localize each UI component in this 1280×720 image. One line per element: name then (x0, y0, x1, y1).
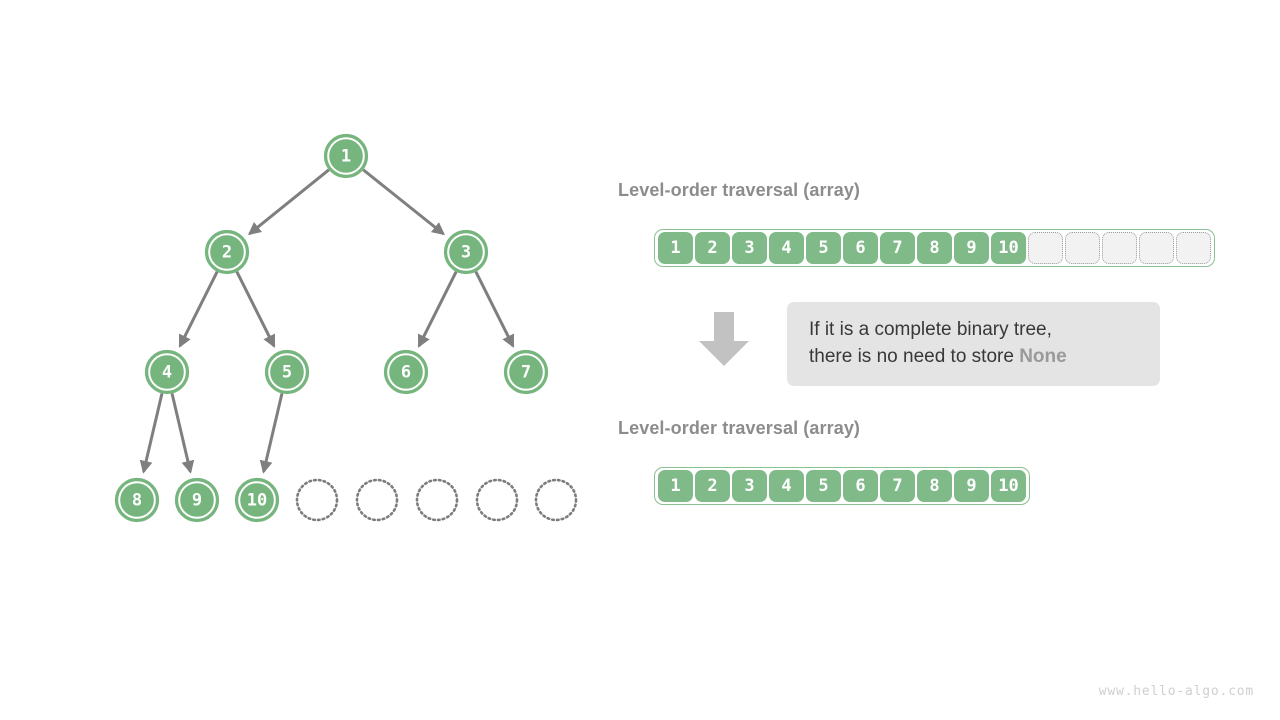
down-arrow-icon (699, 312, 749, 366)
array-full-cell-empty[interactable] (1065, 232, 1100, 264)
tree-empty-node-group (295, 478, 578, 522)
tree-node-label: 8 (132, 491, 142, 511)
tree-edge (247, 168, 330, 236)
tree-node-ring (268, 353, 306, 391)
tree-node-ring (387, 353, 425, 391)
tree-node-label: 10 (247, 491, 267, 511)
tree-node-fill (114, 477, 160, 523)
tree-node-empty (295, 478, 339, 522)
array-full-cell-empty[interactable] (1028, 232, 1063, 264)
array-trimmed-cell[interactable]: 7 (880, 470, 915, 502)
array-full-cell[interactable]: 5 (806, 232, 841, 264)
tree-node[interactable]: 9 (174, 477, 220, 523)
tree-node[interactable]: 5 (264, 349, 310, 395)
tree-node-empty (534, 478, 578, 522)
tree-node-group: 1 2 3 4 5 6 7 8 9 10 (114, 133, 549, 523)
array-trimmed-cell[interactable]: 2 (695, 470, 730, 502)
tree-node-fill (443, 229, 489, 275)
array-label-trimmed: Level-order traversal (array) (618, 418, 861, 438)
tree-node[interactable]: 2 (204, 229, 250, 275)
tree-node-ring (238, 481, 276, 519)
tree-node-ring (118, 481, 156, 519)
tree-node-label: 6 (401, 363, 411, 383)
array-full-cell[interactable]: 7 (880, 232, 915, 264)
tree-node[interactable]: 8 (114, 477, 160, 523)
tree-edge (139, 393, 164, 474)
tree-edge-group (139, 168, 515, 474)
callout-none-keyword: None (1019, 346, 1067, 367)
tree-node-ring (507, 353, 545, 391)
tree-node-ring (447, 233, 485, 271)
tree-node-fill (234, 477, 280, 523)
binary-tree-graphic: 1 2 3 4 5 6 7 8 9 10 (114, 133, 578, 523)
tree-node-label: 5 (282, 363, 292, 383)
tree-node-label: 1 (341, 147, 351, 167)
array-label-full: Level-order traversal (array) (618, 180, 861, 200)
array-trimmed-cell[interactable]: 1 (658, 470, 693, 502)
array-full-cell[interactable]: 3 (732, 232, 767, 264)
tree-node-empty (355, 478, 399, 522)
tree-node[interactable]: 10 (234, 477, 280, 523)
array-trimmed-cell[interactable]: 8 (917, 470, 952, 502)
tree-node-fill (144, 349, 190, 395)
array-full-cell[interactable]: 6 (843, 232, 878, 264)
tree-node-fill (204, 229, 250, 275)
tree-edge (259, 393, 284, 474)
tree-node-ring (208, 233, 246, 271)
tree-edge (362, 168, 445, 236)
tree-node-empty (475, 478, 519, 522)
tree-node-label: 2 (222, 243, 232, 263)
tree-edge (417, 271, 458, 348)
tree-node[interactable]: 7 (503, 349, 549, 395)
callout-line-2-prefix: there is no need to store (809, 346, 1020, 367)
tree-node[interactable]: 3 (443, 229, 489, 275)
callout-line-1: If it is a complete binary tree, (809, 319, 1052, 340)
tree-node-ring (327, 137, 365, 175)
array-trimmed-cell[interactable]: 9 (954, 470, 989, 502)
tree-node-empty (415, 478, 459, 522)
array-full-cell-empty[interactable] (1176, 232, 1211, 264)
array-full-cell-empty[interactable] (1102, 232, 1137, 264)
tree-node-label: 4 (162, 363, 172, 383)
tree-node[interactable]: 1 (323, 133, 369, 179)
site-watermark: www.hello-algo.com (1098, 684, 1254, 699)
tree-node-label: 7 (521, 363, 531, 383)
tree-node-ring (178, 481, 216, 519)
array-full-cell[interactable]: 9 (954, 232, 989, 264)
array-trimmed-cell[interactable]: 5 (806, 470, 841, 502)
array-trimmed-cell[interactable]: 3 (732, 470, 767, 502)
array-trimmed-cell[interactable]: 4 (769, 470, 804, 502)
array-full-cell-empty[interactable] (1139, 232, 1174, 264)
array-full-cell[interactable]: 1 (658, 232, 693, 264)
tree-edge (170, 393, 195, 474)
tree-edge (474, 271, 515, 348)
tree-edge (235, 271, 276, 348)
tree-node[interactable]: 4 (144, 349, 190, 395)
array-full-cell[interactable]: 2 (695, 232, 730, 264)
tree-node-fill (383, 349, 429, 395)
tree-node-label: 3 (461, 243, 471, 263)
tree-edge (178, 271, 219, 348)
tree-node-fill (264, 349, 310, 395)
array-full-cell[interactable]: 4 (769, 232, 804, 264)
tree-node-label: 9 (192, 491, 202, 511)
tree-node-fill (503, 349, 549, 395)
array-full-cell[interactable]: 10 (991, 232, 1026, 264)
tree-node-fill (174, 477, 220, 523)
array-full-cell[interactable]: 8 (917, 232, 952, 264)
callout-line-2: there is no need to store None (809, 343, 1142, 370)
callout-box: If it is a complete binary tree, there i… (787, 302, 1160, 386)
tree-node[interactable]: 6 (383, 349, 429, 395)
tree-node-fill (323, 133, 369, 179)
array-trimmed-cell[interactable]: 10 (991, 470, 1026, 502)
array-trimmed-cell[interactable]: 6 (843, 470, 878, 502)
tree-node-ring (148, 353, 186, 391)
